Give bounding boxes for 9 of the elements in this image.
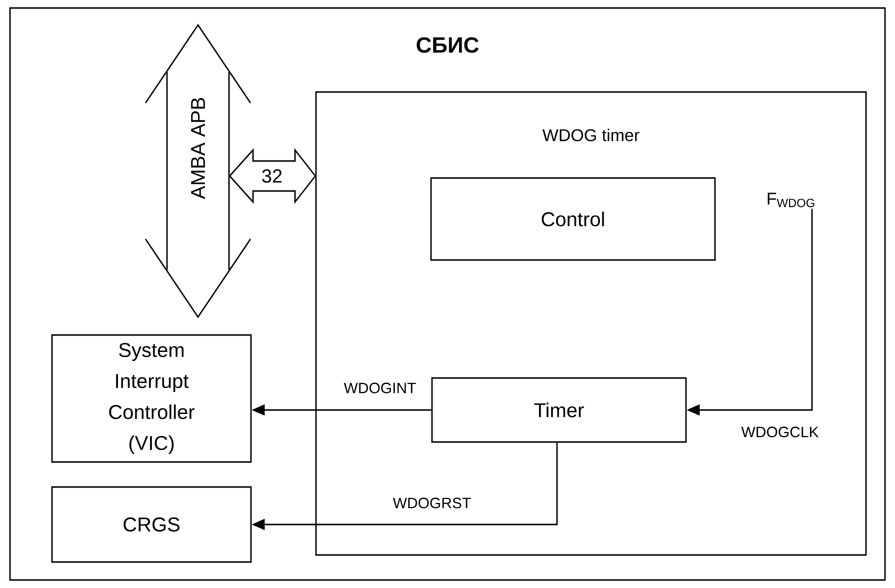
edge-label: WDOGINT [344, 382, 416, 394]
edge-label: WDOGRST [392, 498, 471, 508]
signal-label: F$_{WDOG}$ [768, 192, 814, 208]
block-box: CRGS [51, 486, 252, 563]
edge-label: 32 [262, 169, 282, 183]
edge-label: WDOGCLK [741, 426, 819, 438]
block-box: Timer [431, 377, 687, 443]
controller-box: System Interrupt Controller (VIC) [51, 334, 252, 463]
block-box: Control [430, 177, 716, 261]
